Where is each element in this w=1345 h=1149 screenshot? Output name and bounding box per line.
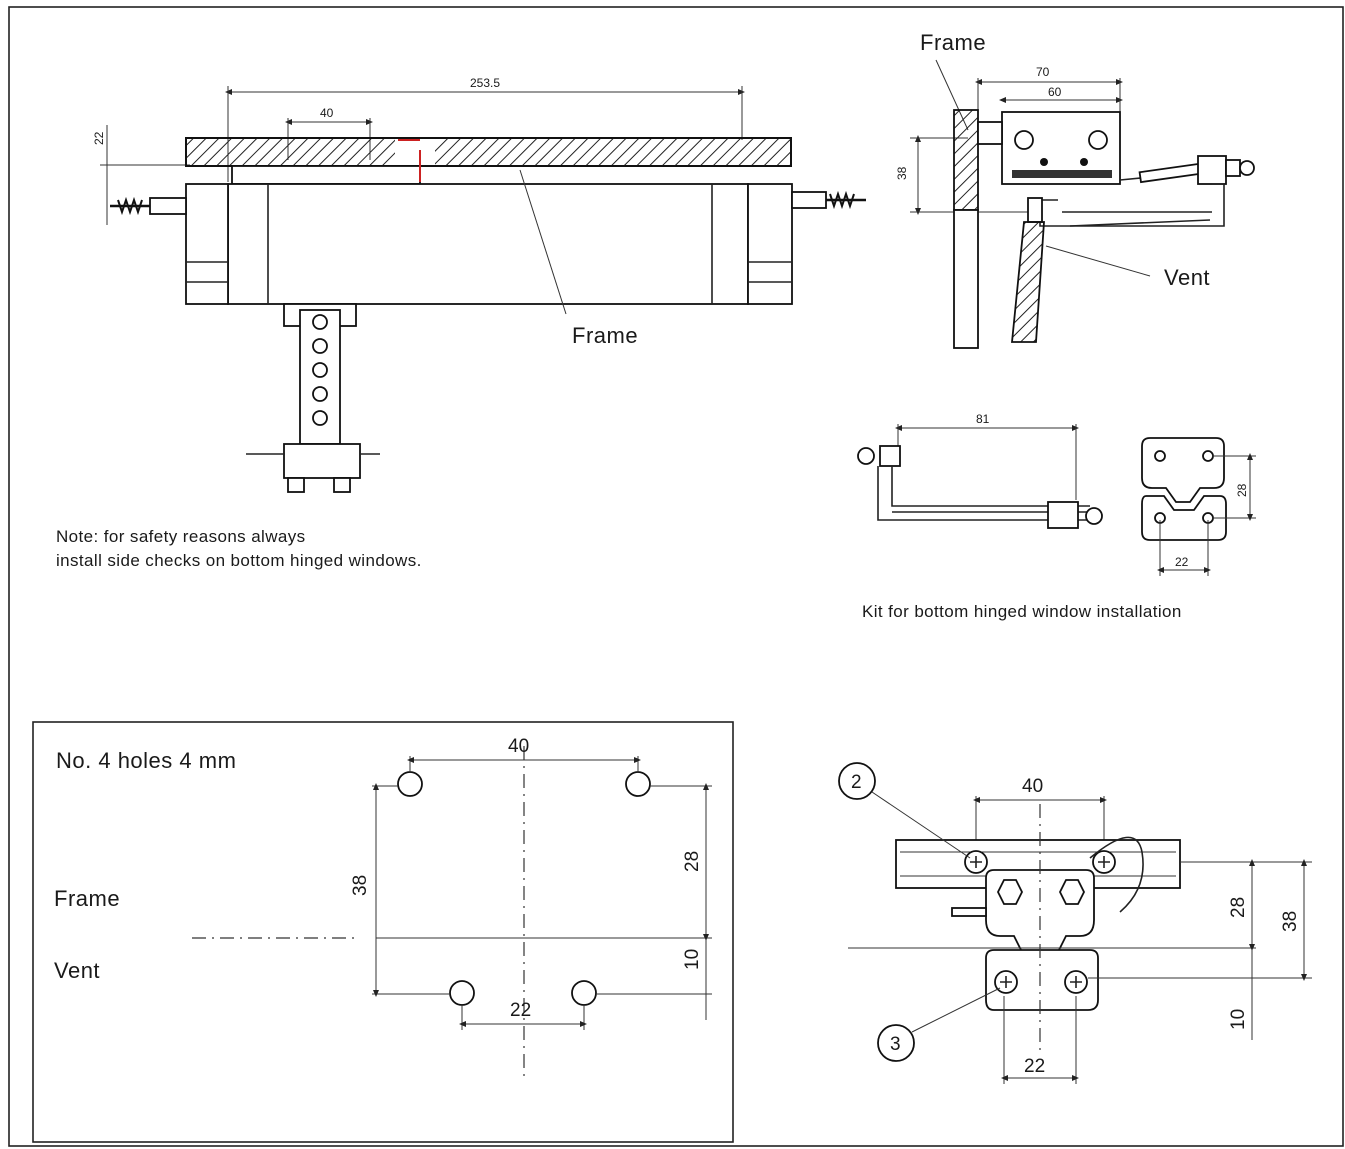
frame-label-side-view: Frame: [572, 323, 638, 348]
dim-holes-10: 10: [682, 949, 703, 970]
hole-bottom-right: [571, 980, 597, 1006]
dim-bracket-top: 40: [1022, 776, 1043, 797]
actuator-body: [227, 183, 749, 305]
dim-height: 22: [92, 131, 106, 145]
callout-2: [838, 762, 876, 800]
kit-caption: Kit for bottom hinged window installatio…: [862, 602, 1182, 621]
callout-2-number: 2: [851, 772, 862, 793]
callout-3: [877, 1024, 915, 1062]
vent-label-section: Vent: [1164, 265, 1210, 290]
dim-mount-spacing: 40: [320, 106, 334, 120]
dim-bracket-38: 38: [1280, 911, 1301, 932]
bracket-detail-view: 40 28 38 10: [838, 762, 1312, 1084]
bottom-hinge-kit: 81 28 22 Kit for bottom hinged window in…: [857, 412, 1256, 621]
dim-bracket-10: 10: [1228, 1009, 1249, 1030]
dim-holes-38: 38: [350, 875, 371, 896]
dim-kit-length: 81: [976, 412, 990, 426]
dim-holes-bottom: 22: [510, 1000, 531, 1021]
holes-title: No. 4 holes 4 mm: [56, 748, 236, 773]
dim-holes-top: 40: [508, 736, 529, 757]
safety-note-line2: install side checks on bottom hinged win…: [56, 551, 422, 570]
hole-bottom-left: [449, 980, 475, 1006]
dim-kit-horizontal: 22: [1175, 555, 1189, 569]
drilling-template-box: No. 4 holes 4 mm Frame Vent 40 38 28 10: [32, 721, 734, 1143]
vent-label-template: Vent: [54, 958, 100, 983]
dim-kit-vertical: 28: [1235, 483, 1249, 497]
frame-label-template: Frame: [54, 886, 120, 911]
dim-section-height: 38: [895, 166, 909, 180]
callout-3-number: 3: [890, 1034, 901, 1055]
safety-note-line1: Note: for safety reasons always: [56, 527, 306, 546]
sheet-border: [8, 6, 1344, 1147]
dim-bracket-28: 28: [1228, 897, 1249, 918]
frame-section: [185, 137, 792, 167]
frame-label-section: Frame: [920, 30, 986, 55]
hole-top-right: [625, 771, 651, 797]
dim-overall-length: 253.5: [470, 76, 500, 90]
actuator-side-view: 253.5 40 22: [56, 76, 866, 570]
dim-bracket-bottom: 22: [1024, 1056, 1045, 1077]
dim-outer-width: 70: [1036, 65, 1050, 79]
dim-holes-28: 28: [682, 851, 703, 872]
installation-section-view: Frame 70 60 38: [895, 30, 1255, 349]
hole-top-left: [397, 771, 423, 797]
dim-inner-width: 60: [1048, 85, 1062, 99]
